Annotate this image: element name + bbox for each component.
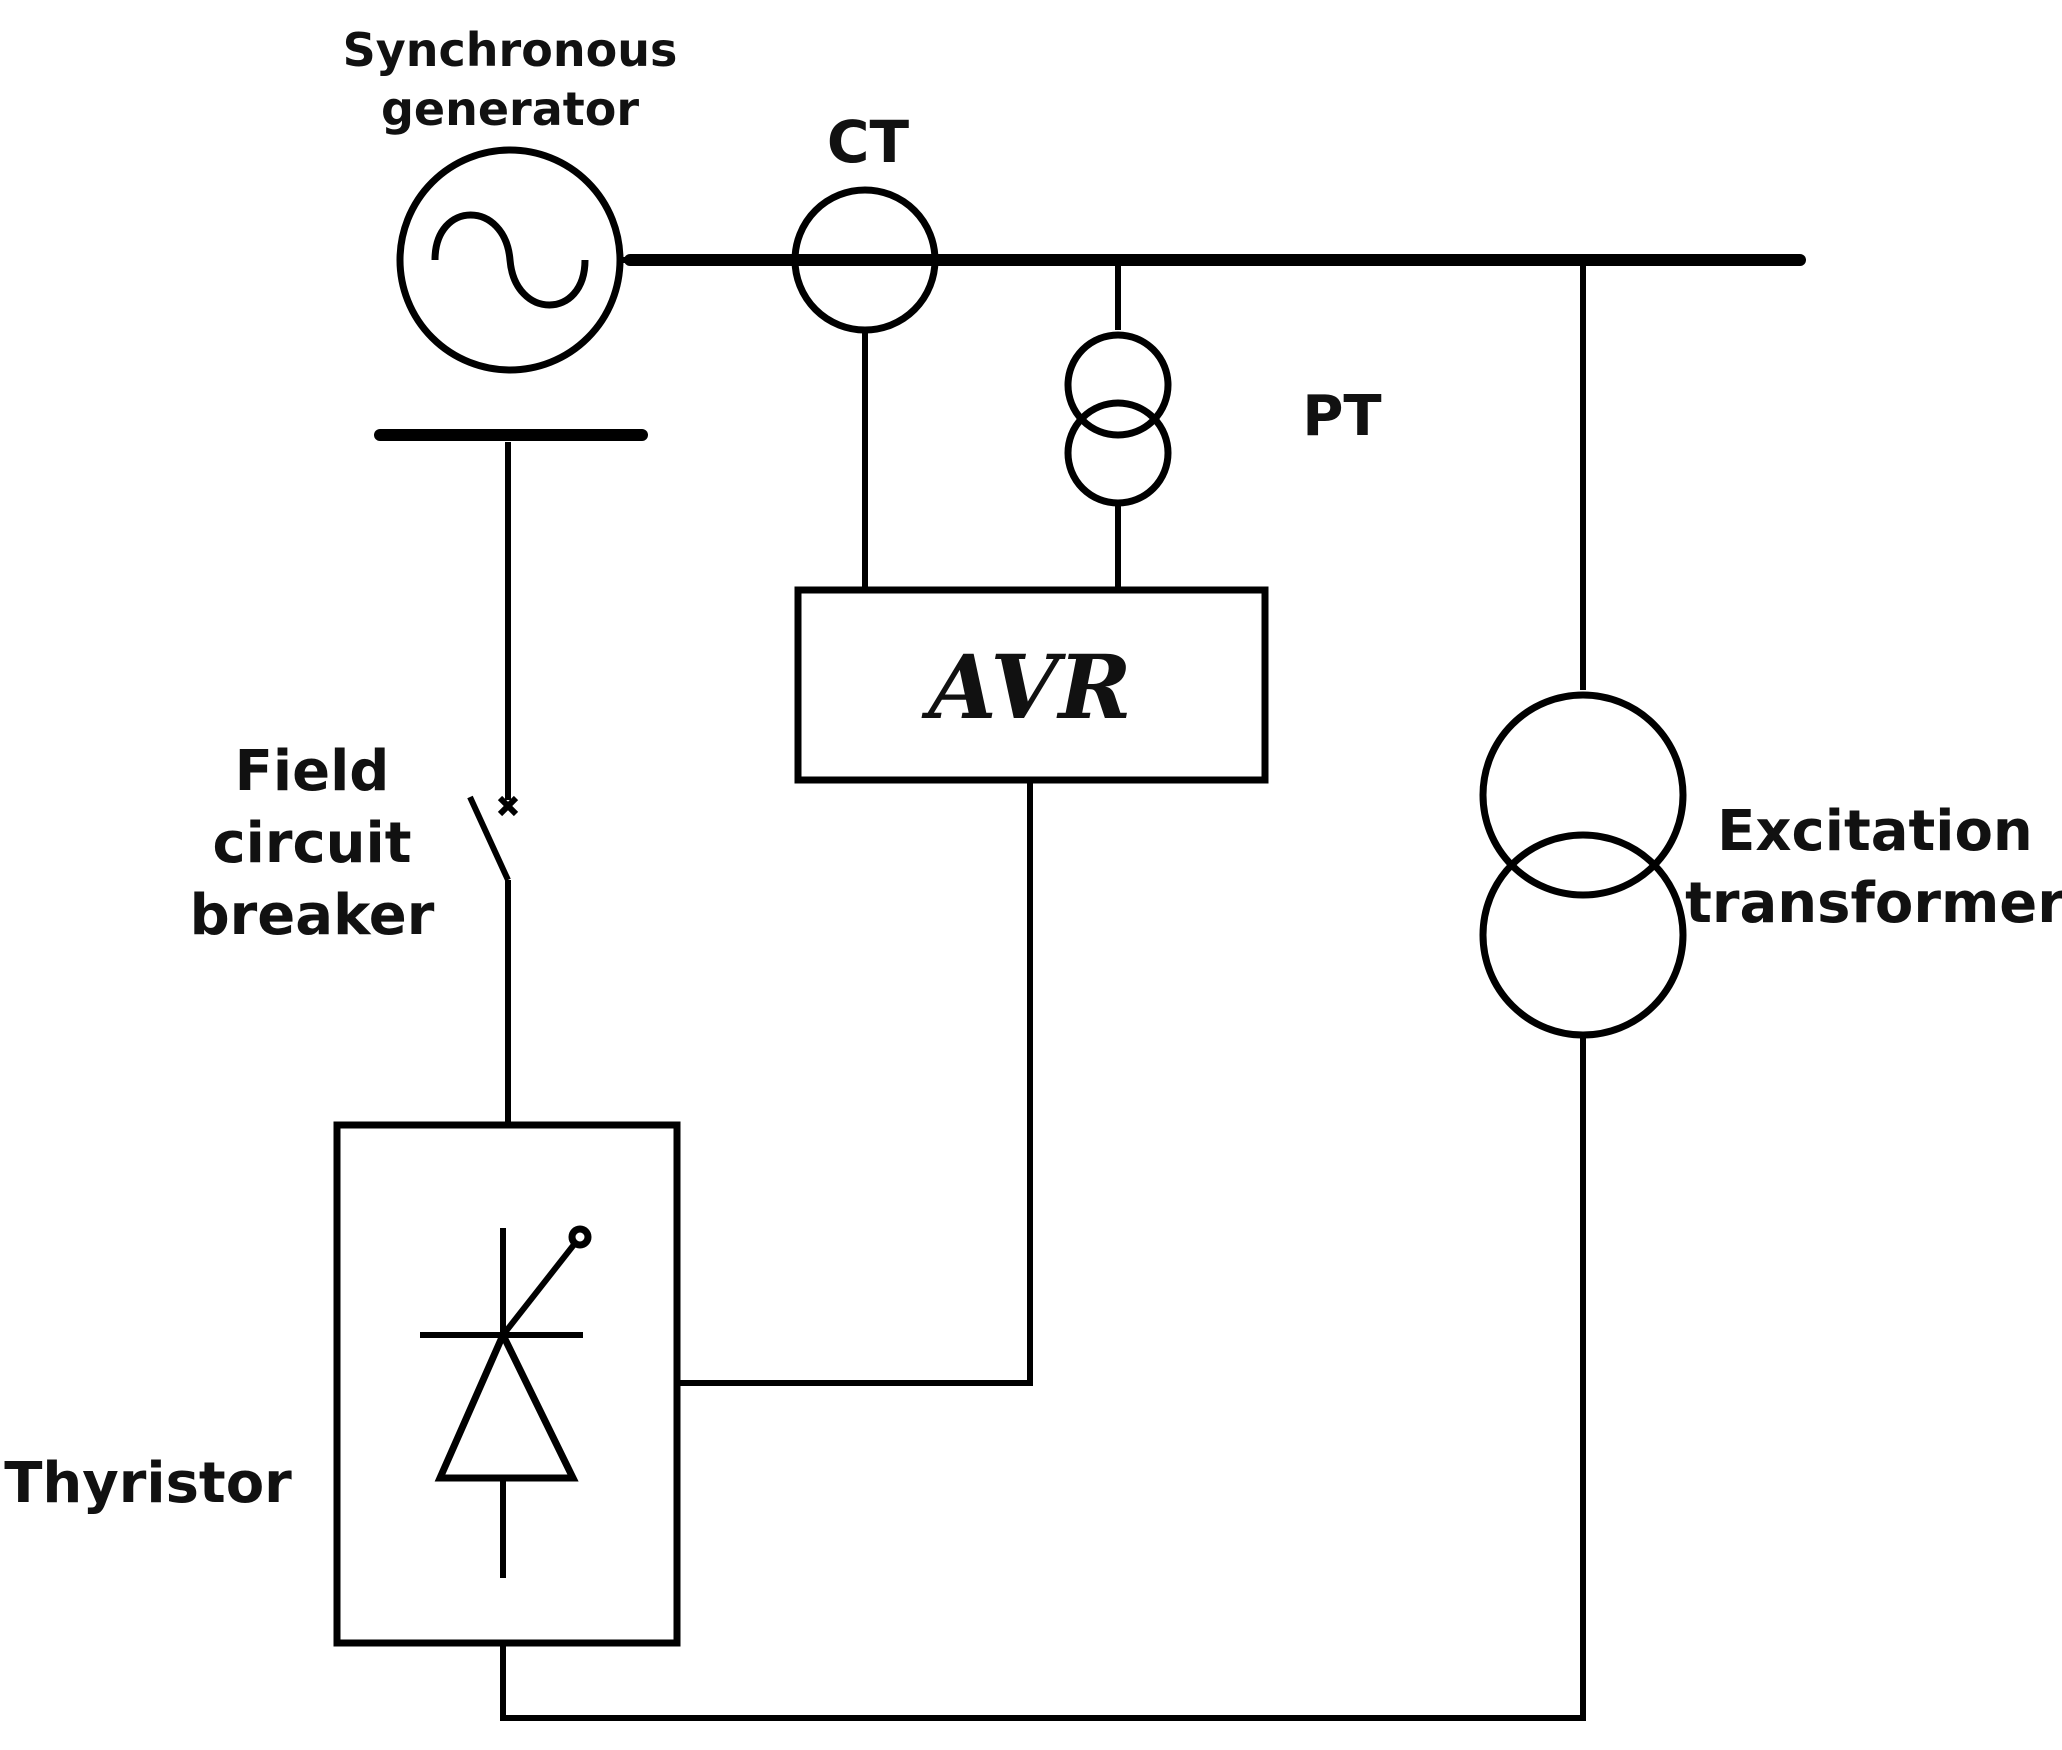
potential-transformer-symbol [1064, 331, 1172, 507]
avr-box [794, 586, 1269, 784]
excitation-label-line2: transformer [1685, 871, 2062, 936]
thyristor-box [333, 1121, 681, 1647]
thyristor-label: Thyristor [4, 1451, 292, 1516]
pt-label: PT [1302, 384, 1381, 449]
excitation-transformer-to-thyristor-wire [500, 1035, 1586, 1721]
breaker-label-line3: breaker [190, 883, 435, 948]
breaker-label-line2: circuit [212, 811, 411, 876]
excitation-label-line1: Excitation [1717, 799, 2033, 864]
excitation-transformer-symbol [1479, 691, 1687, 1039]
generator-label-line2: generator [381, 82, 639, 136]
breaker-label-line1: Field [235, 739, 390, 804]
field-circuit-breaker-symbol [467, 795, 519, 882]
thyristor-symbol [420, 1225, 592, 1578]
generator-label-line1: Synchronous [343, 23, 678, 77]
synchronous-generator-symbol [396, 146, 624, 374]
avr-to-thyristor-wire [678, 780, 1033, 1386]
ct-label: CT [827, 108, 910, 176]
avr-label: AVR [921, 635, 1131, 739]
